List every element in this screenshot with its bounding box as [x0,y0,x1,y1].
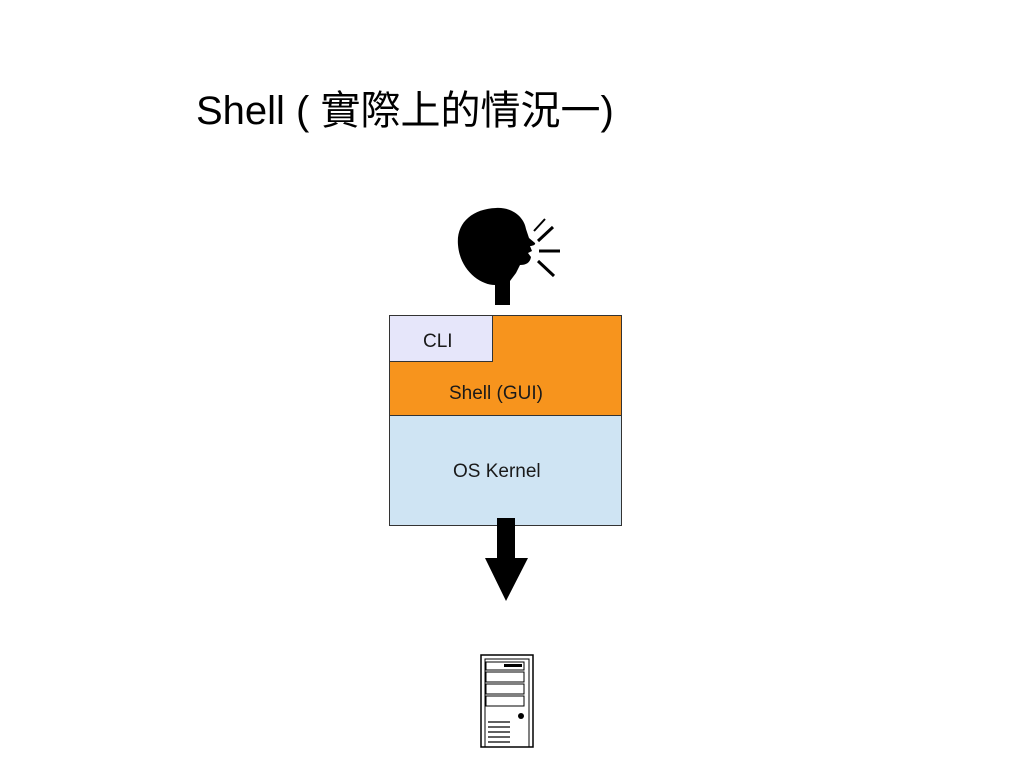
shell-gui-label: Shell (GUI) [449,383,543,404]
down-arrow-icon [485,518,528,601]
slide-title: Shell ( 實際上的情況一) [196,89,614,133]
cli-layer [389,315,493,362]
speaking-head-icon [457,207,560,305]
os-kernel-label: OS Kernel [453,461,541,482]
server-tower-icon [480,654,534,748]
cli-label: CLI [423,331,453,352]
